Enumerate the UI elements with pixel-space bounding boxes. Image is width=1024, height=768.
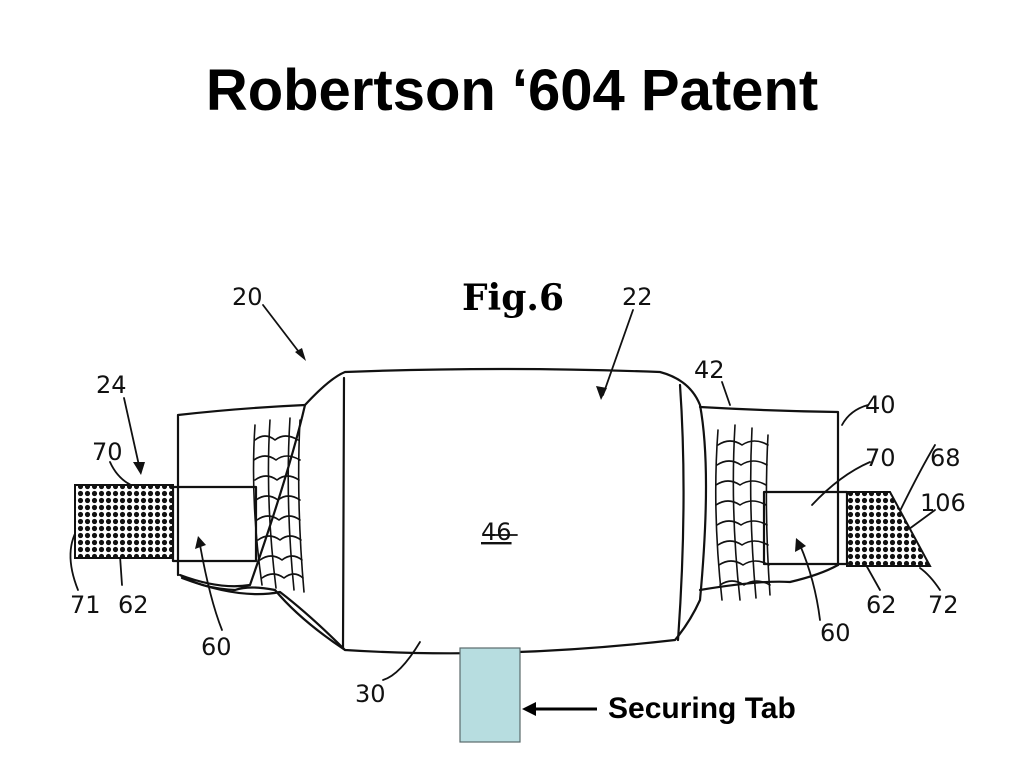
left-tape-end <box>74 484 174 559</box>
slide-title: Robertson ‘604 Patent <box>205 58 819 123</box>
ref-numeral-68: 68 <box>930 444 961 472</box>
ref-numeral-46: 46 <box>481 518 512 546</box>
ref-numeral-106: 106 <box>920 489 966 517</box>
ref-numeral-60-right: 60 <box>820 619 851 647</box>
figure-label: Fig.6 <box>462 277 564 319</box>
securing-tab-label: Securing Tab <box>608 692 796 725</box>
ref-numeral-24: 24 <box>96 371 127 399</box>
securing-tab-rectangle <box>459 647 521 743</box>
left-ear-panel <box>176 403 307 577</box>
ref-numeral-62-right: 62 <box>866 591 897 619</box>
ref-numeral-70-left: 70 <box>92 438 123 466</box>
ref-numeral-62-left: 62 <box>118 591 149 619</box>
ref-numeral-70-right: 70 <box>865 444 896 472</box>
left-fold-line <box>341 376 346 650</box>
arrowheads <box>133 348 806 552</box>
left-elastic-gathers <box>252 417 305 593</box>
diaper-chassis <box>178 367 708 655</box>
right-tape-end <box>846 491 932 567</box>
ref-numeral-30: 30 <box>355 680 386 708</box>
right-ear-panel <box>698 405 840 567</box>
ref-numeral-71: 71 <box>70 591 101 619</box>
left-fastener-strip <box>171 485 258 563</box>
right-fold-line <box>676 383 685 642</box>
ref-numeral-20: 20 <box>232 283 263 311</box>
right-elastic-gathers <box>714 424 771 601</box>
ref-numeral-40: 40 <box>865 391 896 419</box>
securing-tab-arrowhead <box>522 702 536 716</box>
left-bottom-flap <box>180 576 347 652</box>
ref-numeral-60-left: 60 <box>201 633 232 661</box>
ref-numeral-42: 42 <box>694 356 725 384</box>
ref-numeral-72: 72 <box>928 591 959 619</box>
ref-numeral-22: 22 <box>622 283 653 311</box>
right-fastener-strip <box>762 490 849 566</box>
right-bottom-flap <box>698 563 840 592</box>
